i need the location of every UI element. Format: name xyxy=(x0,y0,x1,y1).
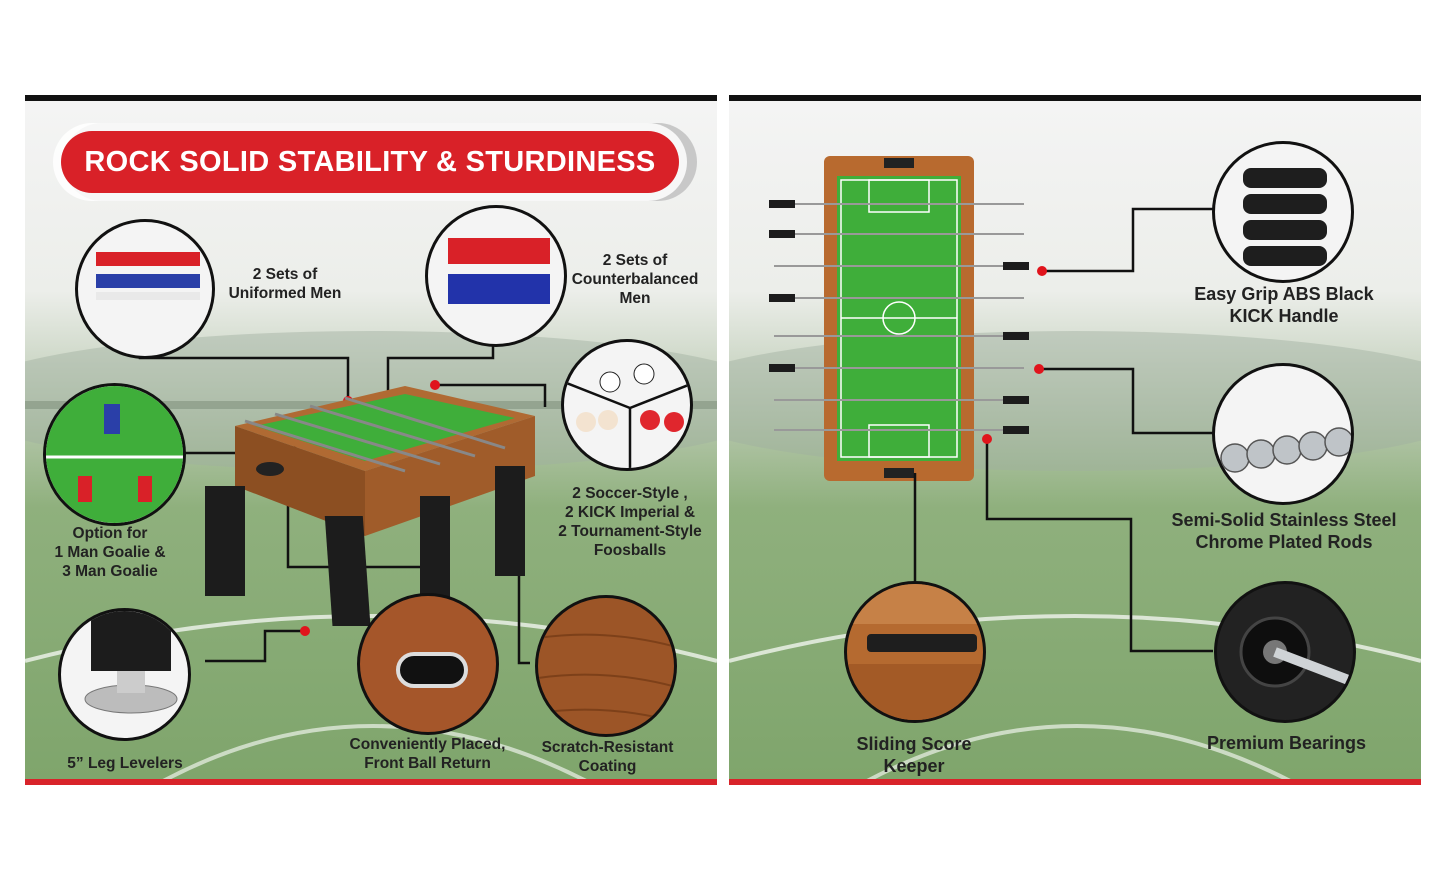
foosballs-detail xyxy=(561,339,693,471)
red-blue-players-icon xyxy=(96,252,200,300)
leg-leveler-detail xyxy=(58,608,191,741)
leg-levelers-label: 5” Leg Levelers xyxy=(67,755,183,772)
score-slider-icon xyxy=(847,584,983,720)
ball-return-slot-icon xyxy=(396,652,468,688)
black-handles-icon xyxy=(1243,168,1327,266)
bearing-icon xyxy=(1239,616,1353,688)
bearings-detail xyxy=(1214,581,1356,723)
counterbalanced-players-icon xyxy=(448,238,550,304)
foosball-table-image xyxy=(205,386,535,626)
leg-leveler-icon xyxy=(84,611,178,714)
ball-return-label: Conveniently Placed,Front Ball Return xyxy=(349,736,506,772)
table-top-view-image xyxy=(769,156,1029,481)
counterbalanced-men-detail xyxy=(425,205,567,347)
wood-grain-icon xyxy=(538,633,674,723)
rods-detail xyxy=(1212,363,1354,505)
connector-lines-right xyxy=(913,207,1213,653)
foosballs-label: 2 Soccer-Style ,2 KICK Imperial &2 Tourn… xyxy=(558,485,702,559)
headline-banner: ROCK SOLID STABILITY & STURDINESS xyxy=(61,131,679,193)
foosballs-icon xyxy=(564,363,690,468)
chrome-rods-icon xyxy=(1220,427,1351,473)
left-feature-panel: ROCK SOLID STABILITY & STURDINESS xyxy=(25,95,717,785)
headline-text: ROCK SOLID STABILITY & STURDINESS xyxy=(84,145,656,178)
goalie-option-detail xyxy=(43,383,186,526)
wood-coating-detail xyxy=(535,595,677,737)
bearings-label: Premium Bearings xyxy=(1206,733,1367,753)
handle-detail xyxy=(1212,141,1354,283)
uniformed-men-detail xyxy=(75,219,215,359)
goalie-field-icon xyxy=(46,386,183,523)
score-keeper-detail xyxy=(844,581,986,723)
ball-return-detail xyxy=(357,593,499,735)
